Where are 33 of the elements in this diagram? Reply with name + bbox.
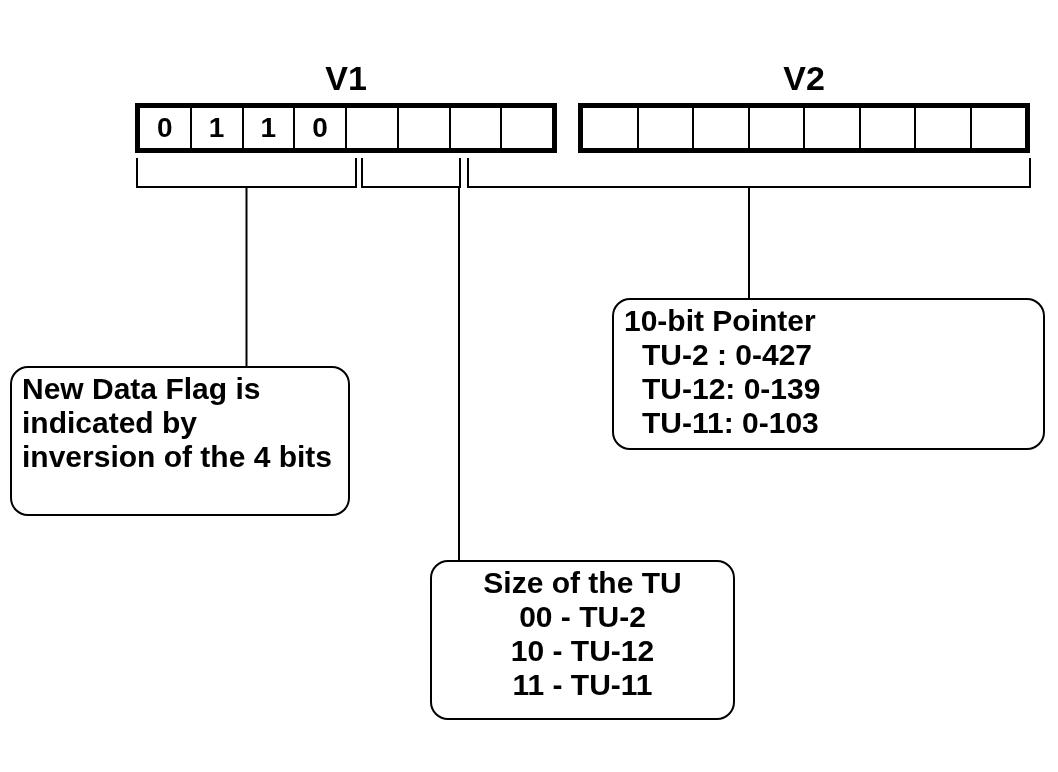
callout-text: 00 - TU-2 <box>518 600 647 634</box>
bit-cell <box>449 107 502 149</box>
leader-line <box>748 186 750 299</box>
bit-cell <box>804 107 860 149</box>
callout-box <box>430 560 735 720</box>
callout-heading: Size of the TU <box>482 566 683 600</box>
register-label: V1 <box>324 58 368 98</box>
leader-line <box>458 186 460 561</box>
bit-cell <box>748 107 804 149</box>
callout-text: TU-11: 0-103 <box>641 406 820 440</box>
callout-text: 10 - TU-12 <box>509 634 656 668</box>
register-label: V2 <box>782 58 826 98</box>
bit-cell <box>970 107 1026 149</box>
bit-cell <box>859 107 915 149</box>
bit-cell <box>397 107 450 149</box>
bit-cell <box>693 107 749 149</box>
bit-cell <box>346 107 398 149</box>
bit-cell: 1 <box>242 107 295 149</box>
callout-text: 11 - TU-11 <box>511 668 654 702</box>
bit-cell <box>915 107 971 149</box>
callout-text: New Data Flag is indicated by inversion of the 4 bits <box>22 372 334 474</box>
bit-cell <box>582 107 638 149</box>
bit-cell <box>637 107 693 149</box>
callout-box <box>10 366 350 516</box>
callout-text: TU-12: 0-139 <box>641 372 822 406</box>
leader-line <box>245 186 248 367</box>
callout-box <box>612 298 1045 450</box>
bit-cell: 0 <box>294 107 346 149</box>
bit-cell: 1 <box>190 107 243 149</box>
bit-cell: 0 <box>139 107 191 149</box>
callout-heading: 10-bit Pointer <box>624 304 817 338</box>
bit-cell <box>501 107 553 149</box>
callout-text: TU-2 : 0-427 <box>641 338 814 372</box>
